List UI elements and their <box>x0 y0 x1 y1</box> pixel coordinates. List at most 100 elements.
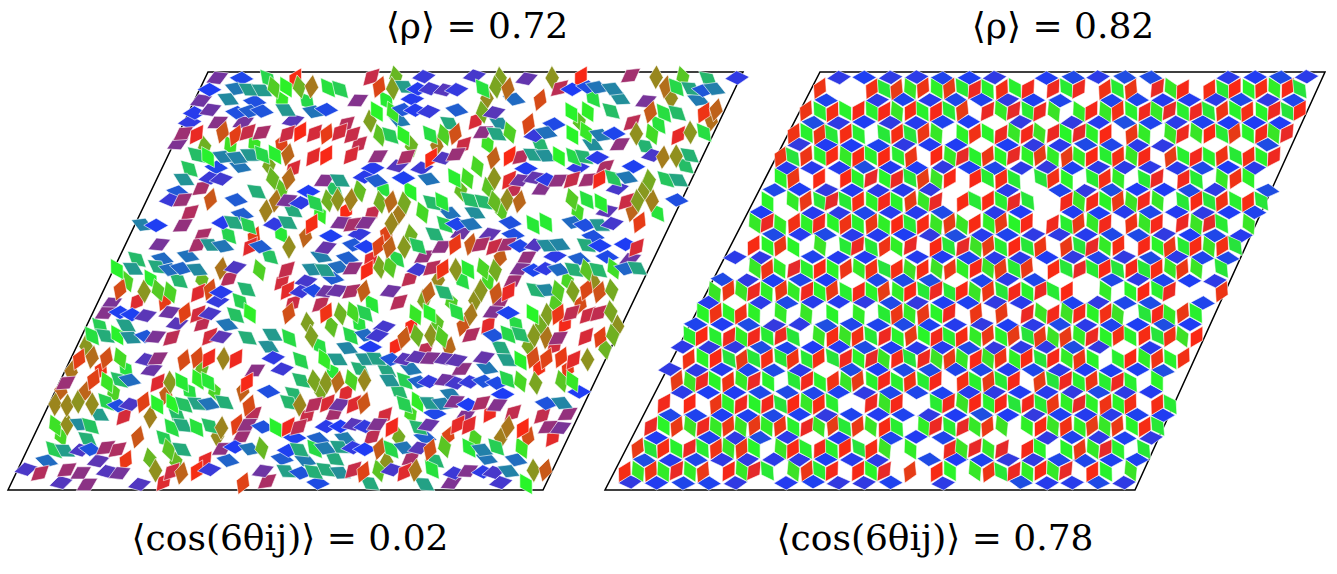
rhombus-particle <box>417 172 440 186</box>
rhombus-particle <box>294 121 306 142</box>
rhombus-particle <box>1033 326 1046 348</box>
rhombus-particle <box>253 259 266 282</box>
rhombus-particle <box>852 460 865 481</box>
rhombus-particle <box>813 168 825 189</box>
rhombus-particle <box>1073 146 1086 168</box>
rhombus-particle <box>747 348 761 368</box>
rhombus-particle <box>995 415 1008 438</box>
rhombus-particle <box>903 124 917 144</box>
rhombus-particle <box>423 125 438 145</box>
rhombus-particle <box>1111 100 1124 122</box>
rhombus-particle <box>501 76 515 100</box>
rhombus-particle <box>1047 100 1060 122</box>
rhombus-particle <box>891 348 904 369</box>
rhombus-particle <box>266 167 280 191</box>
rhombus-particle <box>774 302 787 324</box>
rhombus-particle <box>202 146 215 167</box>
rhombus-particle <box>877 461 891 481</box>
rhombus-particle <box>982 461 995 483</box>
rhombus-particle <box>289 443 309 457</box>
rhombus-particle <box>1099 190 1111 212</box>
rhombus-particle <box>1137 190 1150 211</box>
rhombus-particle <box>1125 191 1138 213</box>
rhombus-particle <box>734 415 747 437</box>
rhombus-particle <box>1060 214 1073 235</box>
rhombus-particle <box>787 438 799 459</box>
rhombus-particle <box>515 72 538 85</box>
rhombus-particle <box>1020 304 1034 324</box>
rhombus-particle <box>489 75 503 100</box>
rhombus-particle <box>1229 100 1242 121</box>
rhombus-particle <box>449 302 464 321</box>
rhombus-particle <box>526 303 538 324</box>
rhombus-particle <box>461 259 474 280</box>
rhombus-particle <box>878 437 891 459</box>
rhombus-particle <box>514 350 527 371</box>
rhombus-particle <box>709 326 722 347</box>
rhombus-particle <box>1112 146 1125 168</box>
rhombus-particle <box>878 236 891 258</box>
rhombus-particle <box>944 258 957 280</box>
rhombus-particle <box>1177 169 1190 190</box>
rhombus-particle <box>696 416 709 437</box>
rhombus-particle <box>723 250 748 264</box>
rhombus-particle <box>1229 167 1242 189</box>
rhombus-particle <box>1216 79 1230 100</box>
rhombus-particle <box>448 168 461 189</box>
rhombus-particle <box>800 417 814 437</box>
rhombus-particle <box>722 393 734 415</box>
rhombus-particle <box>551 279 565 303</box>
rhombus-particle <box>290 419 308 436</box>
rhombus-particle <box>1267 146 1280 167</box>
rhombus-particle <box>589 262 608 278</box>
rhombus-particle <box>1072 394 1086 414</box>
rhombus-particle <box>996 79 1009 101</box>
rhombus-particle <box>1267 100 1281 121</box>
rhombus-particle <box>602 126 627 140</box>
rhombus-particle <box>839 324 852 346</box>
rhombus-particle <box>1190 190 1202 212</box>
rhombus-particle <box>735 460 748 482</box>
rhombus-particle <box>1007 145 1021 165</box>
rhombus-particle <box>891 213 903 234</box>
rhombus-particle <box>670 460 684 480</box>
rhombus-particle <box>435 192 449 212</box>
rhombus-particle <box>1021 79 1034 100</box>
rhombus-particle <box>435 325 449 349</box>
rhombus-particle <box>929 416 943 436</box>
rhombus-particle <box>241 372 254 393</box>
rhombus-particle <box>1162 281 1176 302</box>
rhombus-particle <box>186 263 208 276</box>
rhombus-particle <box>1292 79 1306 99</box>
rhombus-particle <box>995 281 1009 301</box>
rhombus-particle <box>320 145 333 166</box>
rhombus-particle <box>1254 191 1268 211</box>
rhombus-particle <box>1008 78 1021 99</box>
rhombus-particle <box>930 101 943 122</box>
rhombus-particle <box>773 394 788 414</box>
rhombus-particle <box>1072 123 1086 143</box>
rhombus-particle <box>866 78 879 100</box>
rhombus-particle <box>1059 258 1073 278</box>
rhombus-particle <box>1150 326 1164 346</box>
rhombus-particle <box>670 438 683 459</box>
rhombus-particle <box>1047 259 1059 280</box>
rhombus-particle <box>813 281 825 302</box>
rhombus-particle <box>1137 259 1151 279</box>
rhombus-particle <box>669 144 683 169</box>
rhombus-particle <box>800 302 813 324</box>
rhombus-particle <box>1046 214 1059 235</box>
rhombus-particle <box>799 439 812 460</box>
rhombus-particle <box>482 106 506 120</box>
rhombus-particle <box>709 302 722 324</box>
rhombus-particle <box>761 348 774 370</box>
rhombus-particle <box>824 191 839 211</box>
rhombus-particle <box>866 191 878 213</box>
rhombus-particle <box>1085 100 1098 121</box>
rhombus-particle <box>517 418 529 439</box>
rhombus-particle <box>1074 416 1087 438</box>
rhombus-particle <box>981 101 995 121</box>
rhombus-particle <box>982 438 995 460</box>
rhombus-particle <box>852 281 865 302</box>
rhombus-particle <box>643 439 657 459</box>
